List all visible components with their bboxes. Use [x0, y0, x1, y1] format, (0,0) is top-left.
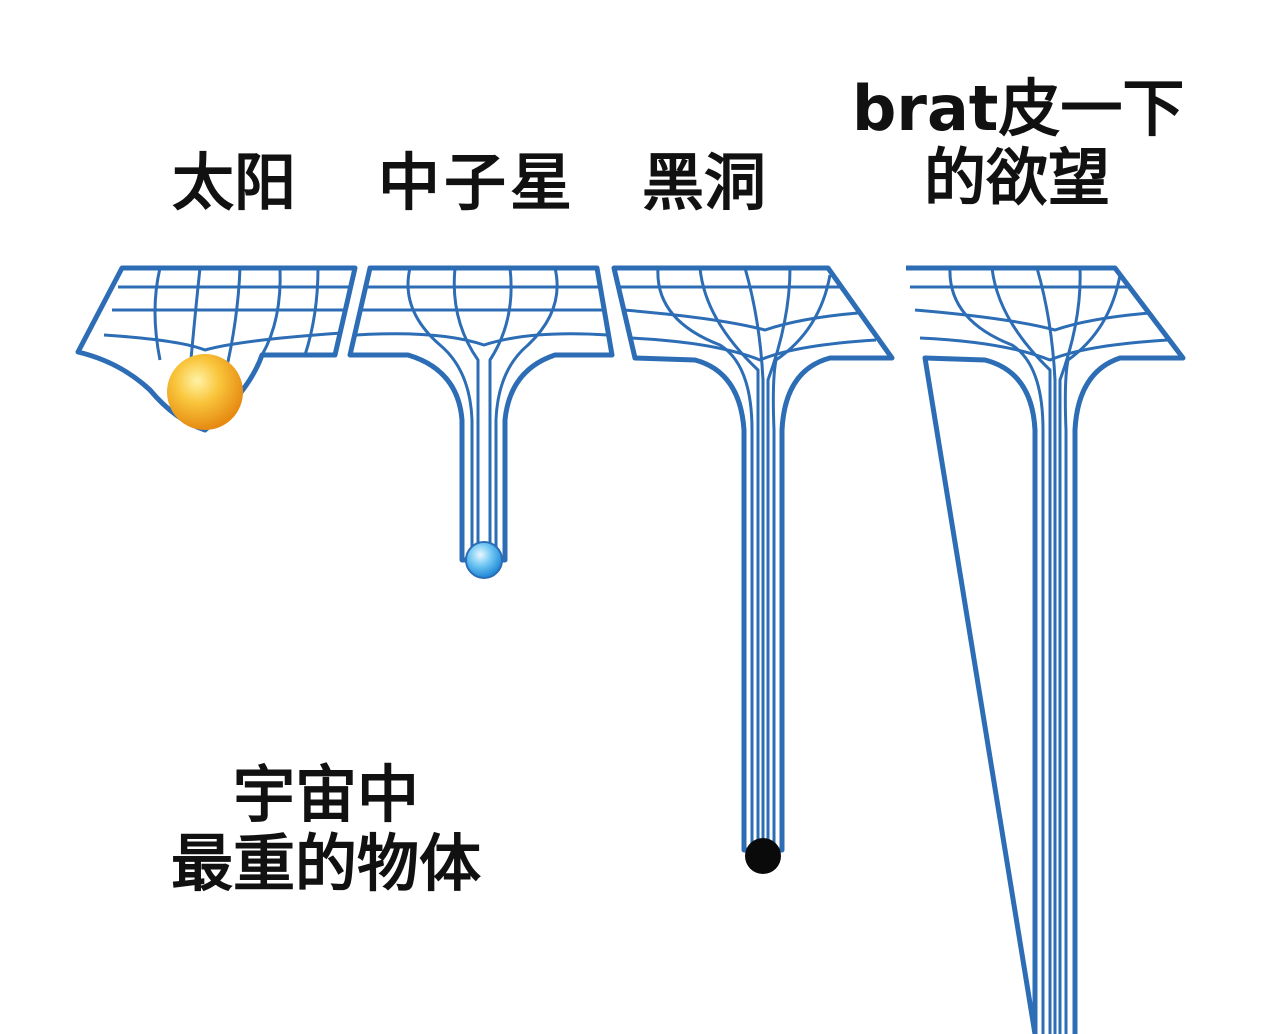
brat-desire-label-line1: brat皮一下	[852, 72, 1185, 145]
black-hole-label: 黑洞	[642, 146, 767, 219]
brat-spacetime-grid	[906, 265, 1186, 1034]
heaviest-caption-line2: 最重的物体	[170, 827, 481, 901]
black-hole-spacetime-grid	[611, 265, 895, 853]
brat-desire-label: brat皮一下 的欲望	[852, 72, 1185, 215]
neutron-star-label: 中子星	[378, 146, 577, 219]
neutron-star-ball	[465, 541, 503, 579]
sun-ball	[167, 354, 243, 430]
neutron-star-spacetime-grid	[347, 265, 615, 563]
heaviest-object-caption: 宇宙中 最重的物体	[146, 760, 506, 899]
heaviest-caption-line1: 宇宙中	[232, 758, 419, 831]
sun-label: 太阳	[172, 146, 297, 219]
brat-desire-label-line2: 的欲望	[923, 141, 1110, 215]
black-hole-ball	[745, 838, 781, 874]
